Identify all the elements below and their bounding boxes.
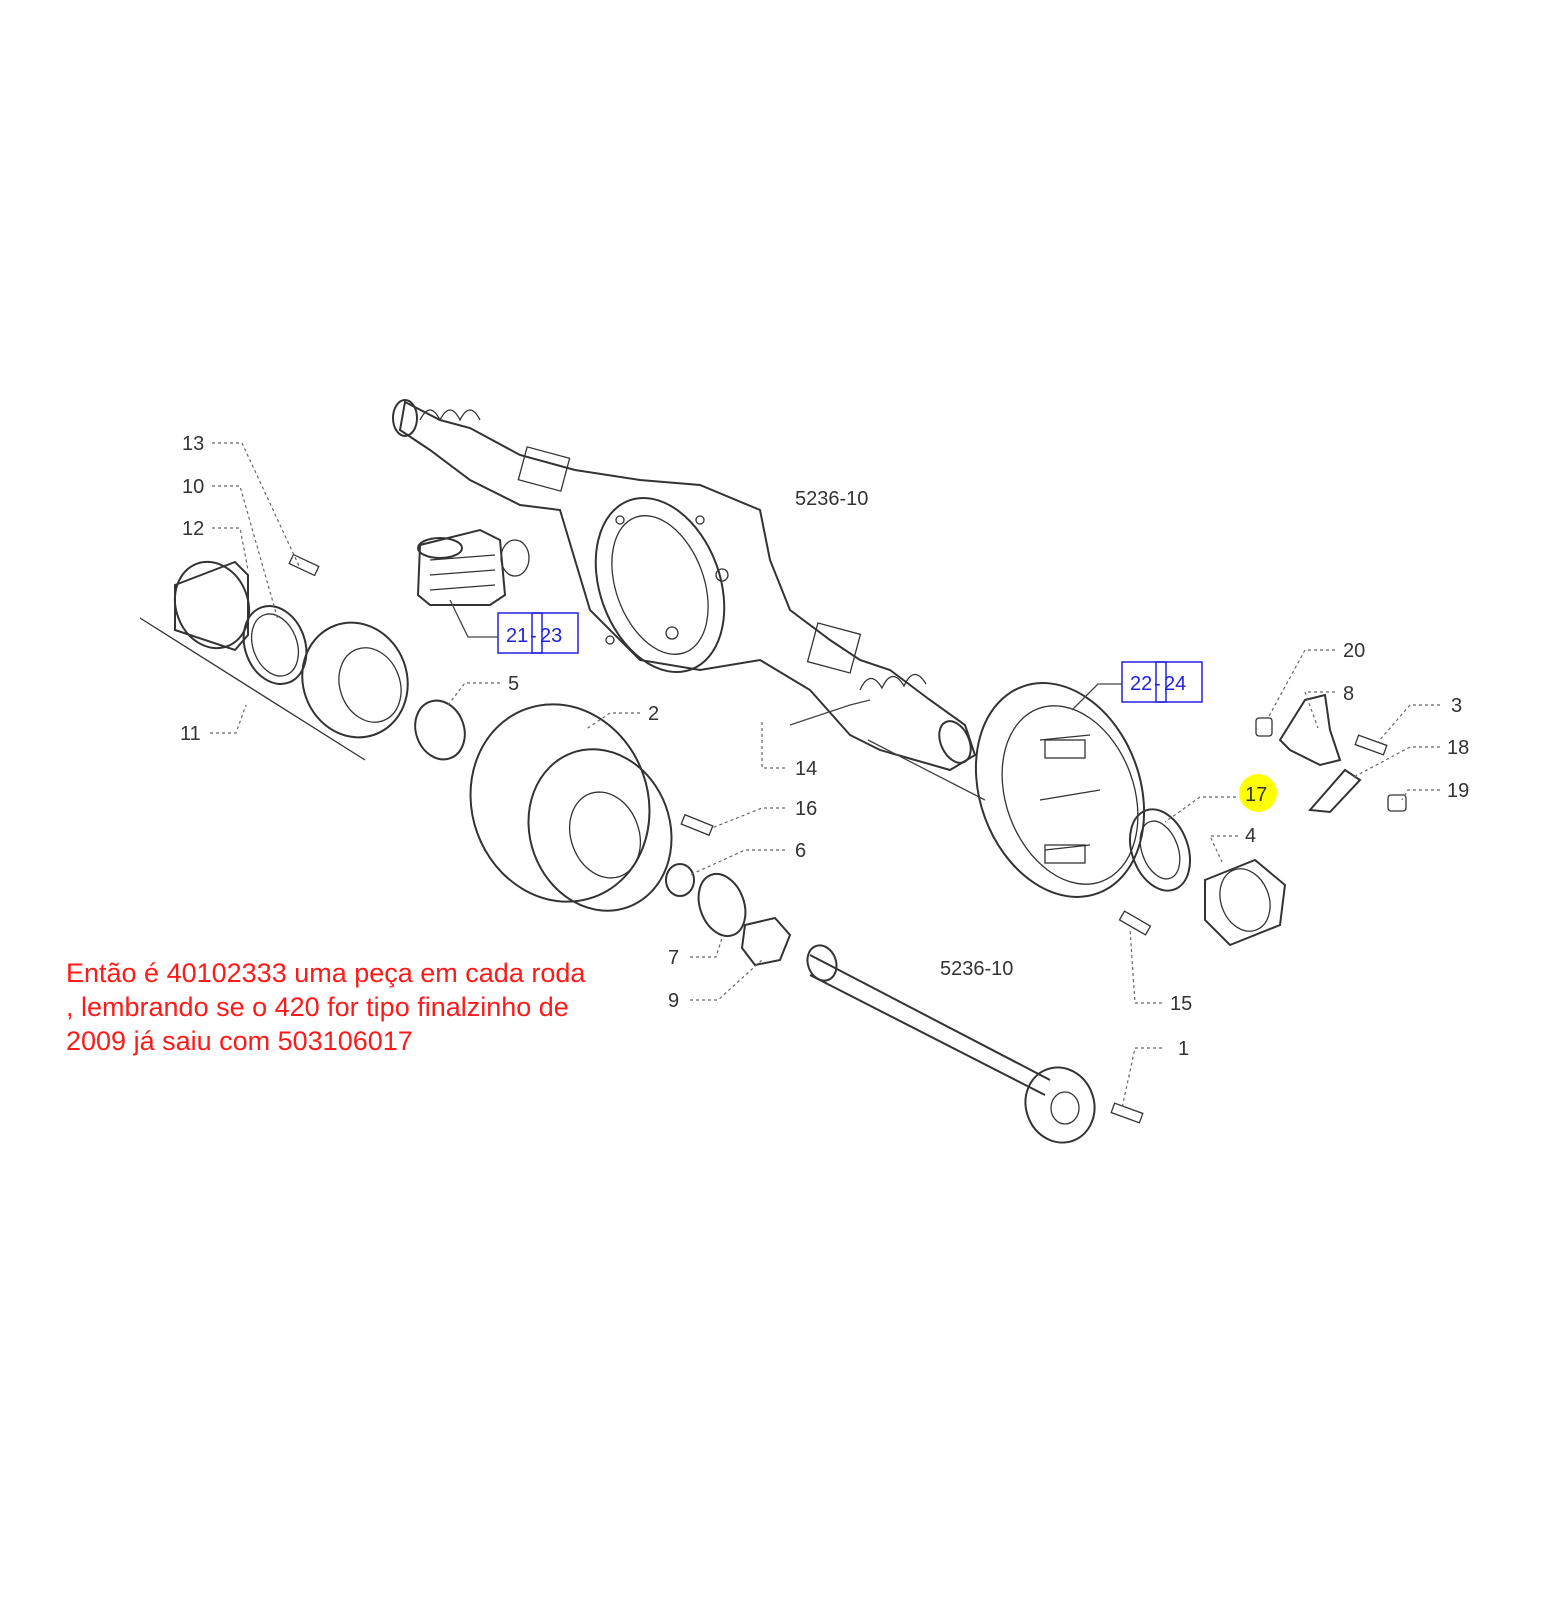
axle-housing: [392, 399, 977, 772]
callout-9: 9: [668, 990, 679, 1012]
note-line-2: , lembrando se o 420 for tipo finalzinho…: [66, 992, 569, 1022]
note-line-1: Então é 40102333 uma peça em cada roda: [66, 958, 586, 988]
callout-13: 13: [182, 433, 204, 455]
callout-10: 10: [182, 476, 204, 498]
callout-8: 8: [1343, 683, 1354, 705]
reference-leader-lines: [449, 599, 1122, 801]
callout-19: 19: [1447, 780, 1469, 802]
note-line-3: 2009 já saiu com 503106017: [66, 1026, 413, 1056]
highlight-17: [1239, 774, 1277, 812]
ref-separator: -: [530, 625, 537, 647]
callout-15: 15: [1170, 993, 1192, 1015]
callout-16: 16: [795, 798, 817, 820]
leader-lines: [210, 442, 1440, 1109]
callout-labels: 13 10 12 11 5 2 14 16 6 7 9 15 1 4 17 20…: [180, 433, 1469, 1060]
callout-1: 1: [1178, 1038, 1189, 1060]
ref-21-label[interactable]: 21: [506, 625, 528, 647]
group-label-lower: 5236-10: [940, 958, 1013, 980]
ref-24-label[interactable]: 24: [1164, 673, 1186, 695]
callout-2: 2: [648, 703, 659, 725]
brake-drum: [469, 703, 792, 967]
callout-5: 5: [508, 673, 519, 695]
brake-lever-group: [1255, 693, 1407, 814]
ref-21-23[interactable]: 21 - 23: [497, 612, 579, 654]
brake-backing-plate: [974, 682, 1287, 947]
ref-22-label[interactable]: 22: [1130, 673, 1152, 695]
wheel-hub: [139, 553, 466, 761]
callout-18: 18: [1447, 737, 1469, 759]
callout-20: 20: [1343, 640, 1365, 662]
annotation-note: Então é 40102333 uma peça em cada roda ,…: [66, 956, 666, 1058]
callout-7: 7: [668, 947, 679, 969]
ref-separator: -: [1154, 673, 1161, 695]
callout-12: 12: [182, 518, 204, 540]
callout-17: 17: [1245, 784, 1267, 806]
callout-4: 4: [1245, 825, 1256, 847]
ref-22-24[interactable]: 22 - 24: [1121, 661, 1203, 703]
group-label-upper: 5236-10: [795, 488, 868, 510]
callout-6: 6: [795, 840, 806, 862]
axle-shaft: [806, 944, 1144, 1144]
callout-14: 14: [795, 758, 817, 780]
ref-23-label[interactable]: 23: [540, 625, 562, 647]
callout-11: 11: [180, 723, 201, 745]
brake-chamber: [416, 528, 530, 606]
callout-3: 3: [1451, 695, 1462, 717]
